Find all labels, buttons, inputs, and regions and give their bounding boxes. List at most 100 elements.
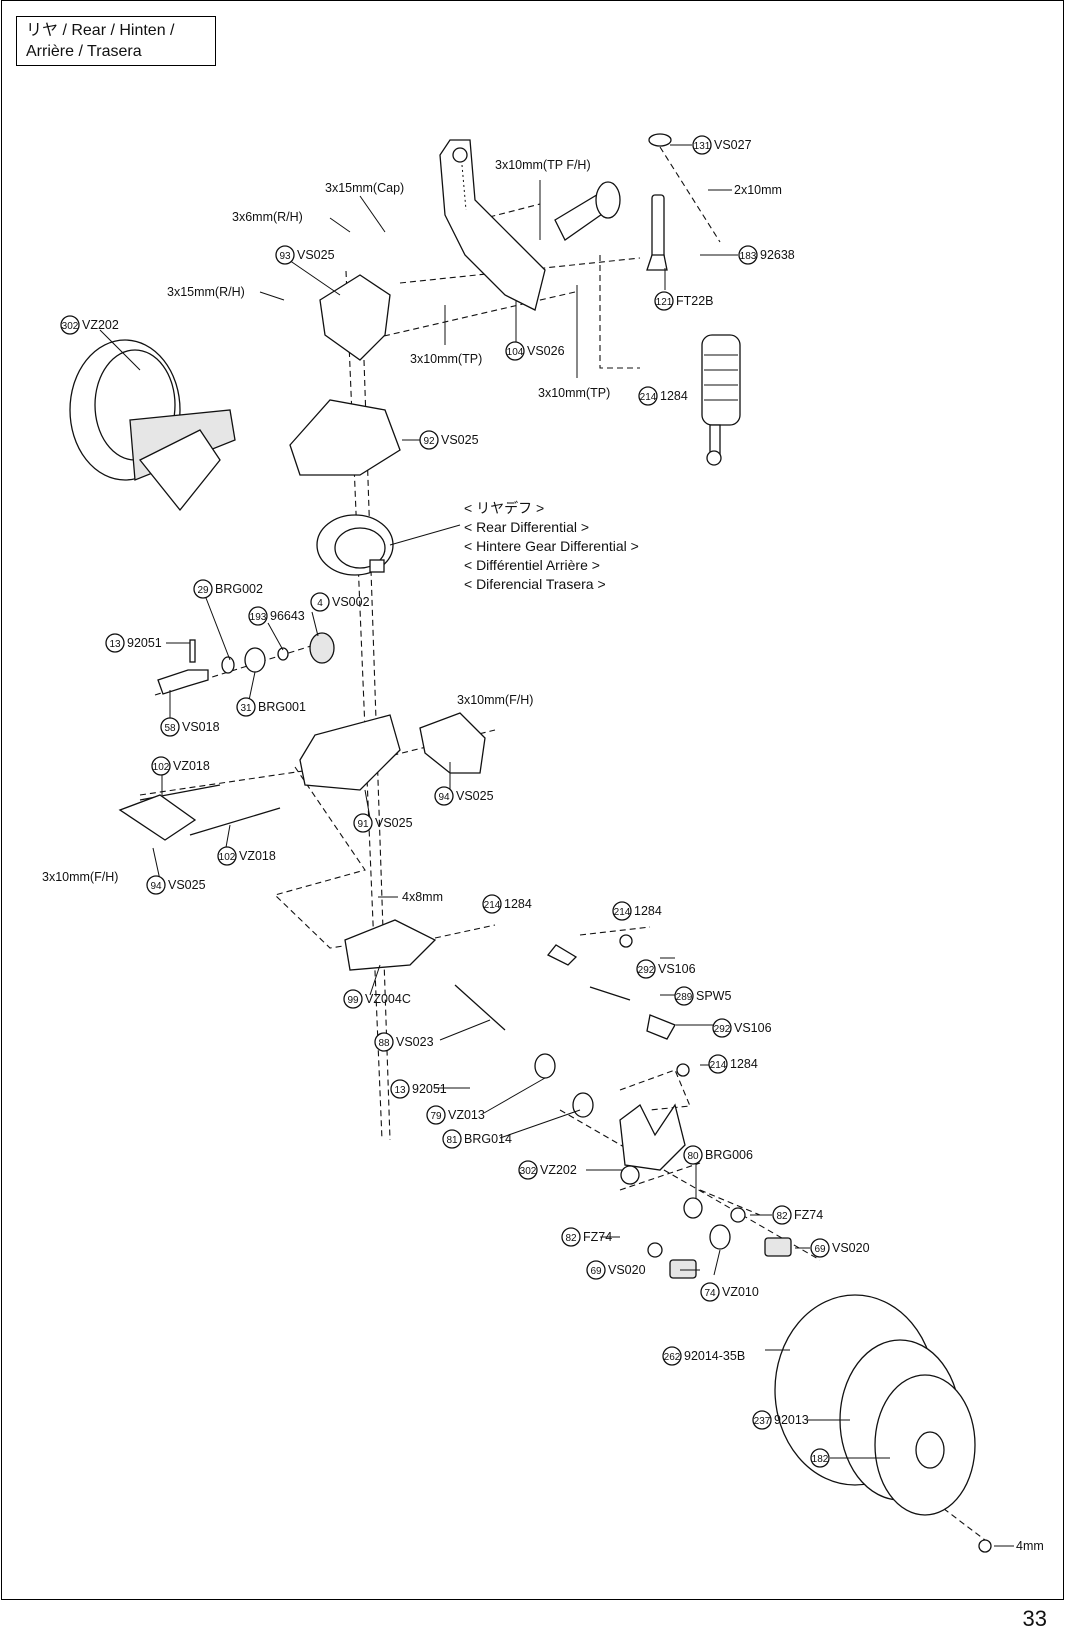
callout-4-vs002: 4 VS002 xyxy=(310,592,370,612)
callout-number: 13 xyxy=(109,639,121,650)
callout-number: 292 xyxy=(638,965,655,976)
callout-number: 131 xyxy=(694,141,711,152)
callout-number: 88 xyxy=(378,1038,390,1049)
rear-upright-sketch xyxy=(619,1103,686,1185)
section-title-box: リヤ / Rear / Hinten / Arrière / Trasera xyxy=(16,16,216,66)
callout-number: 302 xyxy=(62,321,79,332)
callout-number: 214 xyxy=(484,900,501,911)
callout-number: 91 xyxy=(357,819,369,830)
differential-caption: < リヤデフ > < Rear Differential > < Hintere… xyxy=(464,500,639,592)
screw-label: 3x15mm(Cap) xyxy=(325,181,404,195)
callout-part: BRG002 xyxy=(215,582,263,596)
callout-81-brg014: 81 BRG014 xyxy=(442,1129,512,1149)
callout-part: FT22B xyxy=(676,294,714,308)
screw-label: 3x10mm(F/H) xyxy=(42,870,118,884)
callout-31-brg001: 31 BRG001 xyxy=(236,697,306,717)
callout-13-92051-top: 13 92051 xyxy=(105,633,162,653)
hardware-size-labels: 2x10mm 3x10mm(TP F/H) 3x15mm(Cap) 3x6mm(… xyxy=(42,158,1044,1553)
callout-292-vs106-top: 292 VS106 xyxy=(636,959,696,979)
rear-wheel-tire-sketch xyxy=(774,1294,992,1553)
hub-bearings-sketch xyxy=(647,1197,792,1279)
callout-part: 1284 xyxy=(504,897,532,911)
rear-wheel-assembly-left-sketch xyxy=(69,339,236,512)
callout-part: VS025 xyxy=(297,248,335,262)
callout-part: 1284 xyxy=(730,1057,758,1071)
caption-line: < Diferencial Trasera > xyxy=(464,576,606,592)
callout-part: VS025 xyxy=(375,816,413,830)
callout-part: 92051 xyxy=(127,636,162,650)
callout-part: 1284 xyxy=(660,389,688,403)
callout-292-vs106-bottom: 292 VS106 xyxy=(712,1018,772,1038)
callout-131-vs027: 131 VS027 xyxy=(692,135,752,155)
callout-262-92014-35b: 262 92014-35B xyxy=(662,1346,745,1366)
callout-number: 214 xyxy=(640,392,657,403)
callout-302-vz202-top: 302 VZ202 xyxy=(60,315,119,335)
callout-number: 289 xyxy=(676,992,693,1003)
screw-label: 3x15mm(R/H) xyxy=(167,285,245,299)
callout-number: 262 xyxy=(664,1352,681,1363)
callout-number: 58 xyxy=(164,723,176,734)
shock-body-sketch xyxy=(701,334,741,466)
shock-cap-sketch xyxy=(554,181,621,241)
callout-number: 214 xyxy=(710,1060,727,1071)
callout-part: VS002 xyxy=(332,595,370,609)
callout-number: 13 xyxy=(394,1085,406,1096)
callout-part: 92014-35B xyxy=(684,1349,745,1363)
caption-line: < Rear Differential > xyxy=(464,519,589,535)
callout-part: BRG006 xyxy=(705,1148,753,1162)
callout-214-1284-hub: 214 1284 xyxy=(482,894,532,914)
callout-214-1284-shock: 214 1284 xyxy=(638,386,688,406)
callout-74-vz010: 74 VZ010 xyxy=(700,1282,759,1302)
callout-number: 302 xyxy=(520,1166,537,1177)
callout-part: VZ202 xyxy=(540,1163,577,1177)
callout-number: 94 xyxy=(150,881,162,892)
callout-82-fz74-left: 82 FZ74 xyxy=(561,1227,612,1247)
callout-part: 92013 xyxy=(774,1413,809,1427)
callout-237-92013: 237 92013 xyxy=(752,1410,809,1430)
callout-214-1284-turnbuckle-top: 214 1284 xyxy=(612,901,662,921)
callout-number: 102 xyxy=(153,762,170,773)
hinge-pin-sketch xyxy=(118,784,281,841)
screw-label: 4x8mm xyxy=(402,890,443,904)
gearbox-upper-half-sketch xyxy=(289,399,401,476)
gearbox-lower-half-sketch xyxy=(299,714,401,791)
callout-part: VZ004C xyxy=(365,992,411,1006)
callout-part: VZ010 xyxy=(722,1285,759,1299)
screw-label: 3x6mm(R/H) xyxy=(232,210,303,224)
differential-sketch xyxy=(316,514,394,576)
callout-29-brg002: 29 BRG002 xyxy=(193,579,263,599)
callout-part: 96643 xyxy=(270,609,305,623)
callout-part: VZ018 xyxy=(239,849,276,863)
screw-label: 2x10mm xyxy=(734,183,782,197)
callout-part: 1284 xyxy=(634,904,662,918)
screw-label: 3x10mm(TP) xyxy=(410,352,482,366)
callout-number: 104 xyxy=(507,347,524,358)
callout-part: VS018 xyxy=(182,720,220,734)
screw-label: 3x10mm(TP F/H) xyxy=(495,158,591,172)
callout-part: SPW5 xyxy=(696,989,731,1003)
callout-number: 182 xyxy=(812,1454,829,1465)
callout-part: VZ013 xyxy=(448,1108,485,1122)
caption-line: < リヤデフ > xyxy=(464,500,544,516)
section-title-line-1: リヤ / Rear / Hinten / xyxy=(26,22,175,39)
callout-number: 121 xyxy=(656,297,673,308)
callout-number: 79 xyxy=(430,1111,442,1122)
callout-part: VZ202 xyxy=(82,318,119,332)
callout-91-vs025: 91 VS025 xyxy=(353,813,413,833)
callout-leader-lines xyxy=(99,144,1014,1547)
callout-part: VS025 xyxy=(168,878,206,892)
universal-shaft-sketch xyxy=(454,984,594,1118)
callout-number: 80 xyxy=(687,1151,699,1162)
callout-part: VS025 xyxy=(456,789,494,803)
callout-part: VS020 xyxy=(608,1263,646,1277)
callout-93-vs025: 93 VS025 xyxy=(275,245,335,265)
callout-part: VS027 xyxy=(714,138,752,152)
callout-number: 82 xyxy=(565,1233,577,1244)
callout-part: VS025 xyxy=(441,433,479,447)
callout-number: 214 xyxy=(614,907,631,918)
callout-79-vz013: 79 VZ013 xyxy=(426,1105,485,1125)
callout-number: 183 xyxy=(740,251,757,262)
page-number: 33 xyxy=(1022,1606,1047,1631)
callout-92-vs025: 92 VS025 xyxy=(419,430,479,450)
callout-302-vz202-bottom: 302 VZ202 xyxy=(518,1160,577,1180)
